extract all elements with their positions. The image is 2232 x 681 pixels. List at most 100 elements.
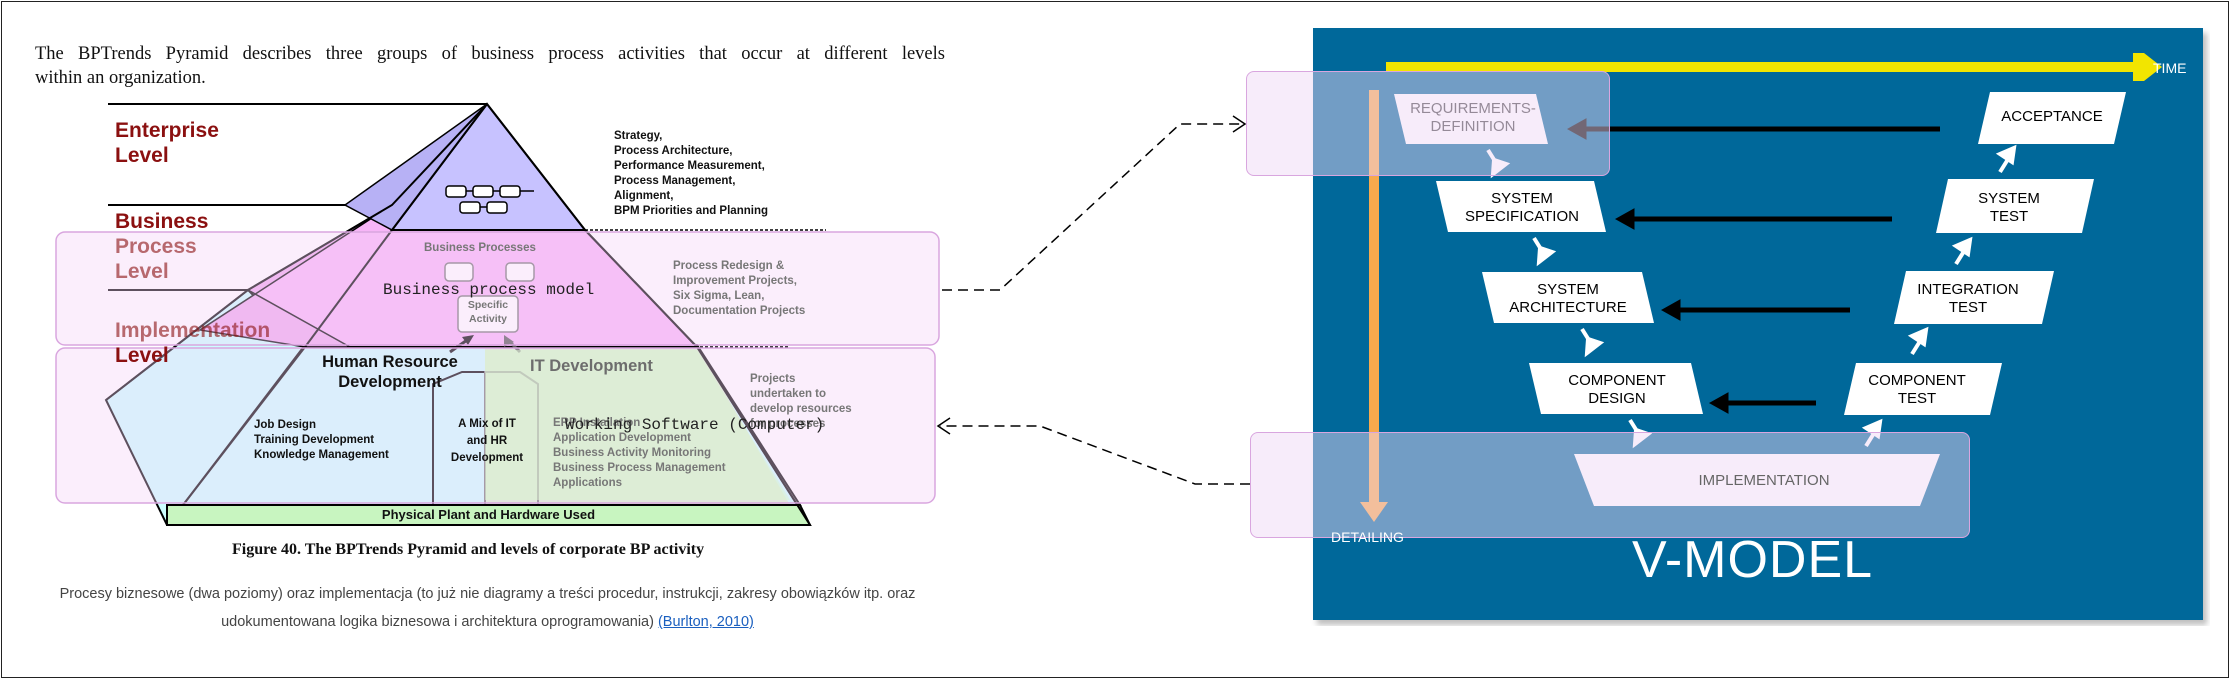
projects-note-line: develop resources: [750, 403, 852, 415]
detailing-label: DETAILING: [1331, 529, 1404, 545]
arrowhead-2: [1614, 208, 1635, 230]
arrowhead-1: [1566, 118, 1587, 140]
mix-label-line-2: and HR: [466, 435, 508, 447]
enterprise-activity: Process Architecture,: [614, 145, 733, 157]
detailing-arrow-head: [1360, 502, 1388, 522]
business-label-line-2: Process: [115, 235, 197, 258]
component-design-box[interactable]: [1529, 363, 1703, 414]
component-design-label: COMPONENT DESIGN: [1536, 372, 1698, 408]
system-test-label: SYSTEM TEST: [1936, 190, 2082, 226]
it-item: ERP Installation: [553, 417, 641, 429]
system-architecture-label: SYSTEM ARCHITECTURE: [1488, 281, 1648, 317]
business-label-line-1: Business: [115, 210, 209, 233]
business-activity: Six Sigma, Lean,: [673, 290, 765, 302]
figure-caption: Figure 40. The BPTrends Pyramid and leve…: [232, 541, 705, 558]
requirements-definition-box[interactable]: [1394, 94, 1548, 144]
system-arch-line-2: ARCHITECTURE: [1509, 299, 1627, 316]
flow-down-3-head: [1584, 336, 1605, 358]
time-label: TIME: [2153, 60, 2187, 76]
v-model-title: V-MODEL: [1632, 531, 1874, 589]
business-processes-label: Business Processes: [424, 242, 536, 254]
enterprise-activity: BPM Priorities and Planning: [614, 205, 768, 217]
business-activity: Documentation Projects: [673, 305, 806, 317]
hr-item: Training Development: [254, 434, 375, 446]
it-item: Business Activity Monitoring: [553, 447, 712, 459]
it-items-list: ERP Installation Application Development…: [553, 416, 726, 491]
system-specification-box[interactable]: [1436, 181, 1606, 232]
process-flow-icon: [445, 185, 534, 214]
hr-item: Knowledge Management: [254, 449, 389, 461]
specific-activity-box: [457, 295, 519, 333]
burlton-citation-link[interactable]: (Burlton, 2010): [657, 614, 754, 630]
mix-label: A Mix of IT and HR Development: [442, 416, 532, 467]
mix-label-line-1: A Mix of IT: [458, 418, 516, 430]
business-activity: Process Redesign &: [673, 260, 785, 272]
enterprise-activity: Process Management,: [614, 175, 736, 187]
hr-development-line-2: Development: [338, 373, 442, 391]
it-development-label: IT Development: [530, 357, 653, 375]
specific-activity-line-2: Activity: [469, 313, 507, 325]
implementation-label: IMPLEMENTATION: [1698, 472, 1830, 489]
enterprise-activities-list: Strategy, Process Architecture, Performa…: [614, 129, 768, 219]
system-specification-label: SYSTEM SPECIFICATION: [1442, 190, 1602, 226]
business-process-model-overlay[interactable]: [55, 231, 940, 346]
process-box-right: [505, 262, 535, 282]
component-test-line-2: TEST: [1897, 390, 1937, 407]
business-activity: Improvement Projects,: [673, 275, 797, 287]
implementation-inner-edge: [182, 346, 306, 506]
implementation-box[interactable]: [1574, 454, 1940, 506]
system-spec-line-1: SYSTEM: [1491, 190, 1553, 207]
system-architecture-box[interactable]: [1482, 272, 1654, 323]
projects-note-line: for processes: [750, 418, 826, 430]
hr-items-list: Job Design Training Development Knowledg…: [254, 418, 389, 463]
forward-flow-arrows: [1486, 144, 2017, 449]
component-design-line-2: DESIGN: [1588, 390, 1646, 407]
intro-paragraph: The BPTrends Pyramid describes three gro…: [35, 42, 945, 90]
system-arch-line-1: SYSTEM: [1537, 281, 1599, 298]
integration-test-line-1: INTEGRATION: [1917, 281, 2019, 298]
arrowhead-4: [1708, 392, 1729, 414]
enterprise-activity: Alignment,: [614, 190, 674, 202]
enterprise-inner-edge: [391, 103, 488, 231]
system-test-line-1: SYSTEM: [1978, 190, 2040, 207]
intro-line-2: within an organization.: [35, 68, 206, 88]
it-item: Business Process Management: [553, 462, 726, 474]
specific-activity-line-1: Specific: [467, 299, 509, 311]
projects-note-line: undertaken to: [750, 388, 827, 400]
bptrends-pyramid-diagram: [55, 102, 940, 526]
business-level-label: Business Process Level: [115, 209, 208, 284]
system-spec-line-2: SPECIFICATION: [1465, 208, 1579, 225]
enterprise-activity: Performance Measurement,: [614, 160, 765, 172]
business-activities-list: Process Redesign & Improvement Projects,…: [673, 259, 805, 319]
business-process-model-label: Business process model: [383, 281, 595, 299]
it-area-tint: [485, 350, 790, 500]
requirements-overlay[interactable]: [1246, 71, 1610, 176]
enterprise-level-label: Enterprise Level: [115, 118, 219, 168]
description-paragraph: Procesy biznesowe (dwa poziomy) oraz imp…: [30, 580, 945, 636]
component-design-line-1: COMPONENT: [1568, 372, 1666, 389]
enterprise-label-line-2: Level: [115, 144, 169, 167]
v-model-diagram: [1313, 28, 2203, 620]
implementation-level-label: Implementation Level: [115, 318, 270, 368]
system-test-box[interactable]: [1936, 179, 2094, 233]
implementation-overlay[interactable]: [1250, 432, 1970, 538]
it-item: Application Development: [553, 432, 692, 444]
component-test-label: COMPONENT TEST: [1844, 372, 1990, 408]
requirements-line-2: DEFINITION: [1430, 118, 1516, 135]
enterprise-label-line-1: Enterprise: [115, 119, 219, 142]
enterprise-activity: Strategy,: [614, 130, 663, 142]
acceptance-box[interactable]: [1978, 92, 2126, 144]
hr-development-line-1: Human Resource: [322, 353, 458, 371]
arrowhead-3: [1660, 299, 1681, 321]
hr-development-label: Human Resource Development: [300, 352, 480, 392]
process-box-left: [444, 262, 474, 282]
acceptance-label: ACCEPTANCE: [1978, 108, 2126, 126]
flow-down-2-head: [1536, 245, 1557, 267]
component-test-box[interactable]: [1844, 363, 2002, 415]
projects-note-line: Projects: [750, 373, 796, 385]
flow-down-1-head: [1490, 157, 1511, 179]
integration-test-box[interactable]: [1894, 271, 2054, 324]
intro-line-1: The BPTrends Pyramid describes three gro…: [35, 44, 945, 64]
hr-item: Job Design: [254, 419, 316, 431]
